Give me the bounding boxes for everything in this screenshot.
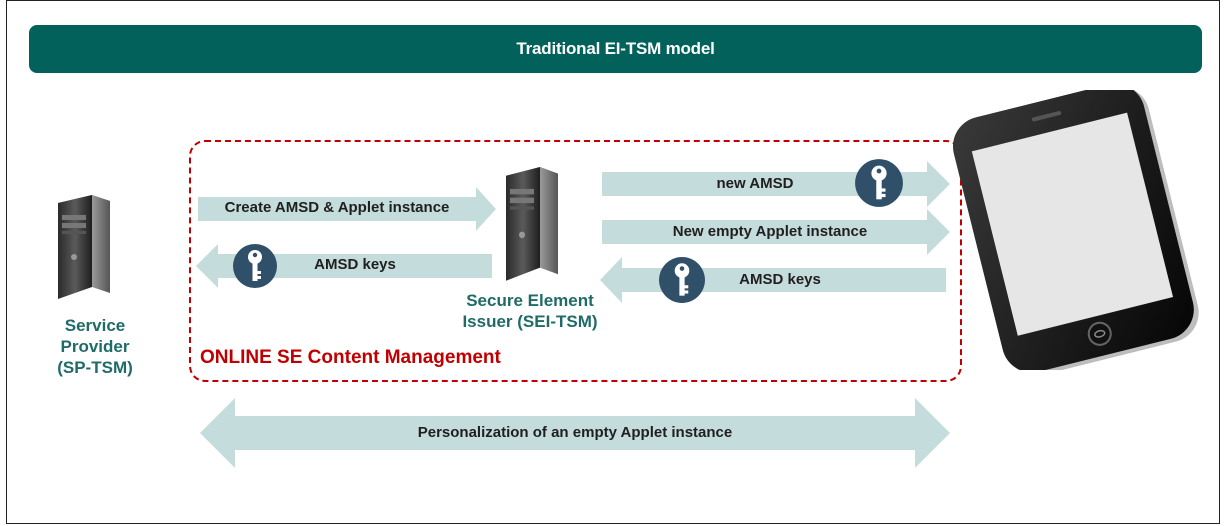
key-icon [233,244,277,288]
arrow-personalization-label: Personalization of an empty Applet insta… [417,424,733,441]
arrow-create-amsd-label: Create AMSD & Applet instance [224,199,450,216]
arrow-new-amsd-label: new AMSD [716,175,794,192]
arrow-new-empty-applet-label: New empty Applet instance [672,223,868,240]
arrow-personalization [200,398,950,468]
arrow-new-empty-applet [602,209,950,255]
service-provider-label-line-1: Service [64,316,126,335]
secure-element-issuer-label-line-2: Issuer (SEI-TSM) [462,312,598,331]
service-provider-label-line-2: Provider [60,337,130,356]
diagram-title-banner: Traditional EI-TSM model [29,25,1202,73]
secure-element-issuer-label: Secure Element Issuer (SEI-TSM) [440,290,620,332]
online-content-management-region [189,140,962,382]
arrow-create-amsd [198,187,496,231]
server-icon [58,195,110,299]
smartphone-icon [952,90,1199,370]
key-icon [659,257,705,303]
server-icon [506,167,558,281]
online-content-management-label: ONLINE SE Content Management [200,347,501,368]
service-provider-label: Service Provider (SP-TSM) [40,315,150,378]
diagram-title: Traditional EI-TSM model [516,39,715,58]
key-icon [855,159,903,207]
arrow-amsd-keys-right-label: AMSD keys [739,271,821,288]
arrow-amsd-keys-left-label: AMSD keys [314,256,396,273]
secure-element-issuer-label-line-1: Secure Element [466,291,594,310]
service-provider-label-line-3: (SP-TSM) [57,358,133,377]
